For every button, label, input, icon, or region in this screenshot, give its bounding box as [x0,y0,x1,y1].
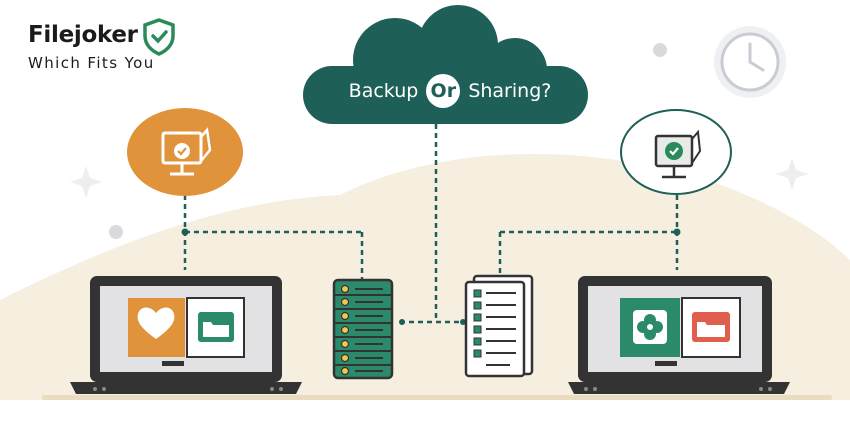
cloud-shape [303,5,588,124]
brand-name: Filejoker [28,22,138,48]
ground-line [42,395,832,400]
cloud-heading: Backup Or Sharing? [330,74,570,108]
clock-icon [714,26,786,98]
connector-dot [399,319,405,325]
cloud-text-backup: Backup [348,80,419,102]
document-list-icon [464,274,534,378]
shield-check-icon [143,18,175,56]
folder-icon [198,312,234,342]
sparkle-left [70,166,102,198]
folder-icon [692,312,730,342]
monitor-check-icon [127,108,243,196]
server-rack-icon [332,278,394,380]
monitor-check-icon [620,109,732,195]
laptop-right [568,276,790,394]
connector-dot [181,228,189,236]
brand: Filejoker Which Fits You [28,22,155,72]
connector-dot [673,228,681,236]
dot-left [109,225,123,239]
dot-right [653,43,667,57]
cloud-text-sharing: Sharing? [468,80,552,102]
laptop-left [70,276,302,394]
flower-icon [633,310,667,344]
connector-dot [460,319,466,325]
brand-tagline: Which Fits You [28,54,155,72]
or-badge: Or [426,74,461,108]
sparkle-right [776,158,808,190]
